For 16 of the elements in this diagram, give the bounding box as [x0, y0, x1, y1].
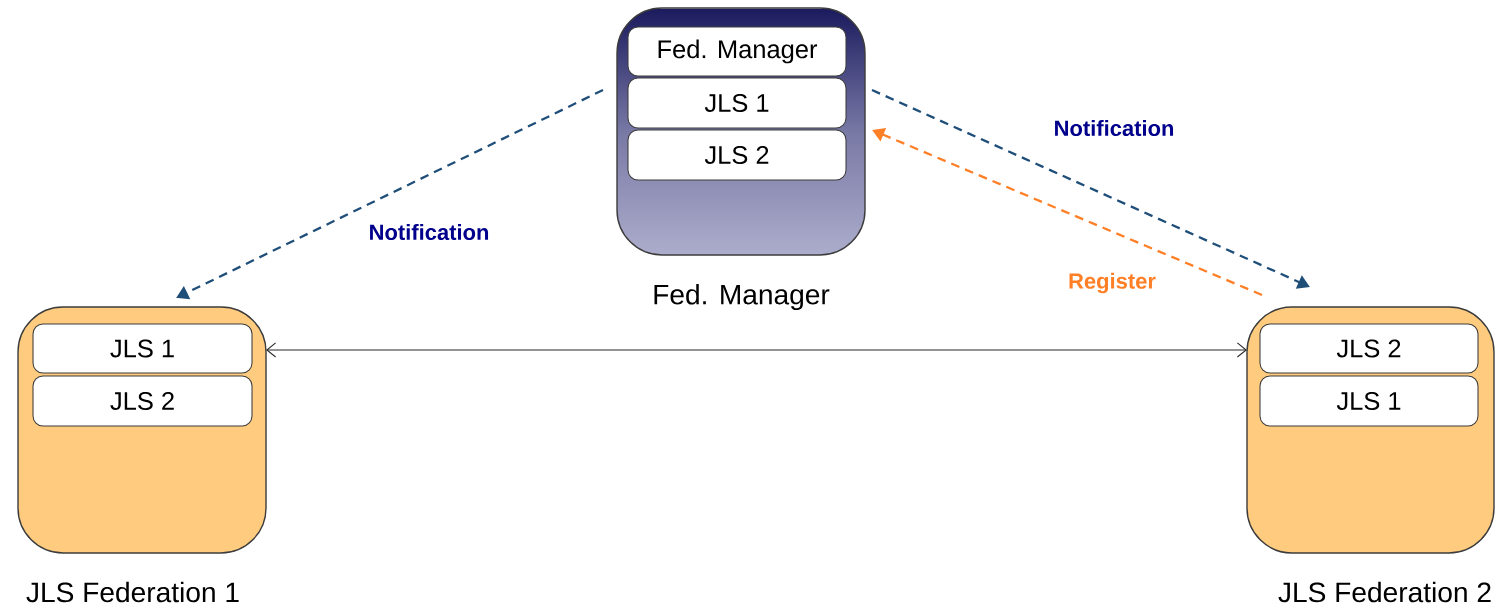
arrow: [871, 88, 1310, 289]
node-label: JLS Federation 2: [1278, 581, 1491, 603]
list-row: JLS 1: [627, 77, 847, 129]
edge-label: Notification: [366, 222, 492, 242]
list-row: JLS 1: [1259, 375, 1479, 427]
arrow: [266, 342, 1247, 358]
node-label: Fed. Manager: [654, 283, 830, 311]
edge-label: Notification: [1051, 118, 1177, 138]
edge-label: Register: [1066, 270, 1158, 296]
list-row: JLS 2: [1259, 323, 1479, 374]
node-label: JLS Federation 1: [26, 581, 239, 603]
list-row: JLS 1: [32, 323, 253, 374]
arrow: [176, 88, 604, 300]
list-row: JLS 2: [32, 375, 253, 427]
list-row: JLS 2: [627, 129, 847, 181]
list-row: Fed. Manager: [627, 26, 847, 77]
